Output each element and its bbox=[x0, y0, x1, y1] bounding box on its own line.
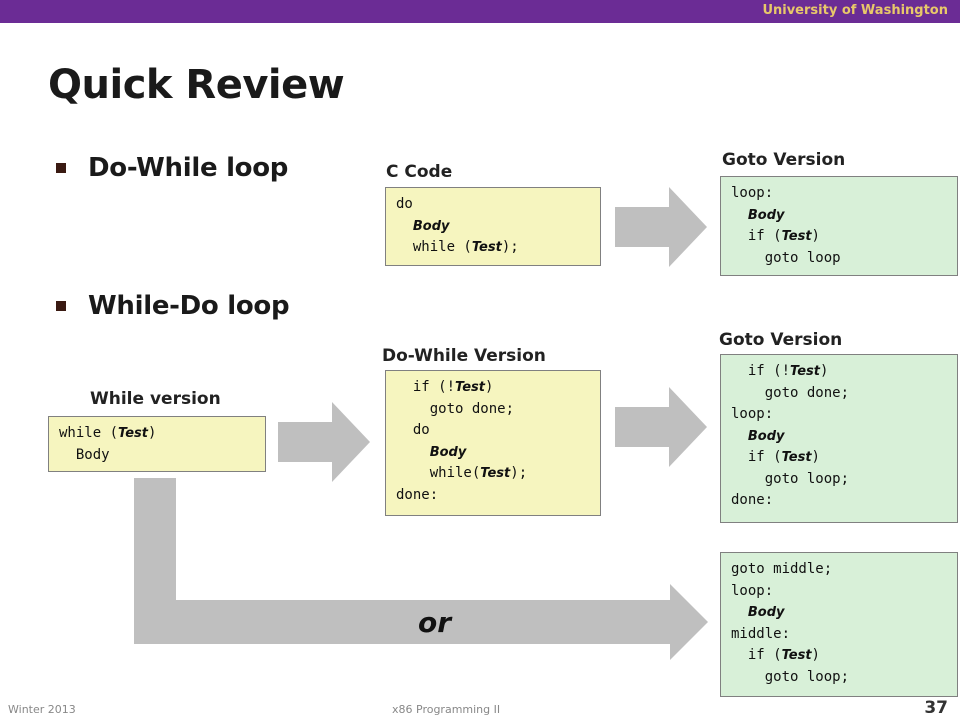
code-line: loop: bbox=[731, 185, 774, 201]
page-number: 37 bbox=[924, 698, 948, 718]
arrow-right-icon bbox=[615, 187, 707, 267]
code-line: do bbox=[396, 196, 413, 212]
or-label: or bbox=[418, 606, 452, 639]
code-line: Body bbox=[429, 444, 467, 460]
bullet-square-icon bbox=[56, 301, 66, 311]
goto-version-label: Goto Version bbox=[722, 150, 846, 170]
l-shaped-arrow-icon bbox=[134, 478, 708, 660]
code-line: if (Test) bbox=[731, 647, 820, 663]
code-line: Body bbox=[59, 446, 110, 463]
footer-course: x86 Programming II bbox=[392, 703, 501, 716]
code-line: goto loop bbox=[731, 249, 841, 266]
code-line: goto done; bbox=[731, 384, 850, 401]
goto-code-box: loop: Body if (Test) goto loop bbox=[720, 176, 958, 276]
arrow-right-icon bbox=[615, 387, 707, 467]
code-line: loop: bbox=[731, 406, 774, 422]
header-bar: University of Washington bbox=[0, 0, 960, 23]
code-line: if (Test) bbox=[731, 449, 820, 465]
code-line: while (Test); bbox=[396, 239, 519, 255]
code-line: Body bbox=[747, 428, 785, 444]
code-line: if (!Test) bbox=[396, 379, 494, 395]
c-code-box: do Body while (Test); bbox=[385, 187, 601, 266]
code-line: while(Test); bbox=[396, 465, 528, 481]
university-name: University of Washington bbox=[762, 3, 948, 18]
code-line: goto loop; bbox=[731, 668, 850, 685]
do-while-version-label: Do-While Version bbox=[382, 346, 546, 366]
code-line: done: bbox=[396, 486, 439, 503]
slide-title: Quick Review bbox=[48, 62, 345, 108]
goto-code-box-2: if (!Test) goto done; loop: Body if (Test… bbox=[720, 354, 958, 523]
bullet-while-do: While-Do loop bbox=[56, 291, 290, 321]
code-line: while (Test) bbox=[59, 425, 157, 441]
bullet-text: While-Do loop bbox=[88, 291, 290, 321]
code-line: Body bbox=[747, 207, 785, 223]
code-line: goto done; bbox=[396, 400, 515, 417]
arrow-right-icon bbox=[278, 402, 370, 482]
while-version-label: While version bbox=[90, 389, 221, 409]
code-line: loop: bbox=[731, 582, 774, 599]
bullet-do-while: Do-While loop bbox=[56, 153, 288, 183]
code-line: Body bbox=[412, 218, 450, 234]
code-line: if (Test) bbox=[731, 228, 820, 244]
footer-term: Winter 2013 bbox=[8, 703, 76, 716]
while-code-box: while (Test) Body bbox=[48, 416, 266, 472]
code-line: if (!Test) bbox=[731, 363, 829, 379]
code-line: middle: bbox=[731, 625, 791, 642]
code-line: do bbox=[396, 422, 430, 438]
bullet-text: Do-While loop bbox=[88, 153, 289, 183]
goto-version-label-2: Goto Version bbox=[719, 330, 843, 350]
c-code-label: C Code bbox=[386, 162, 453, 182]
bullet-square-icon bbox=[56, 163, 66, 173]
code-line: Body bbox=[747, 605, 785, 620]
do-while-code-box: if (!Test) goto done; do Body while(Test… bbox=[385, 370, 601, 516]
code-line: done: bbox=[731, 492, 774, 508]
code-line: goto middle; bbox=[731, 561, 833, 577]
code-line: goto loop; bbox=[731, 470, 850, 487]
